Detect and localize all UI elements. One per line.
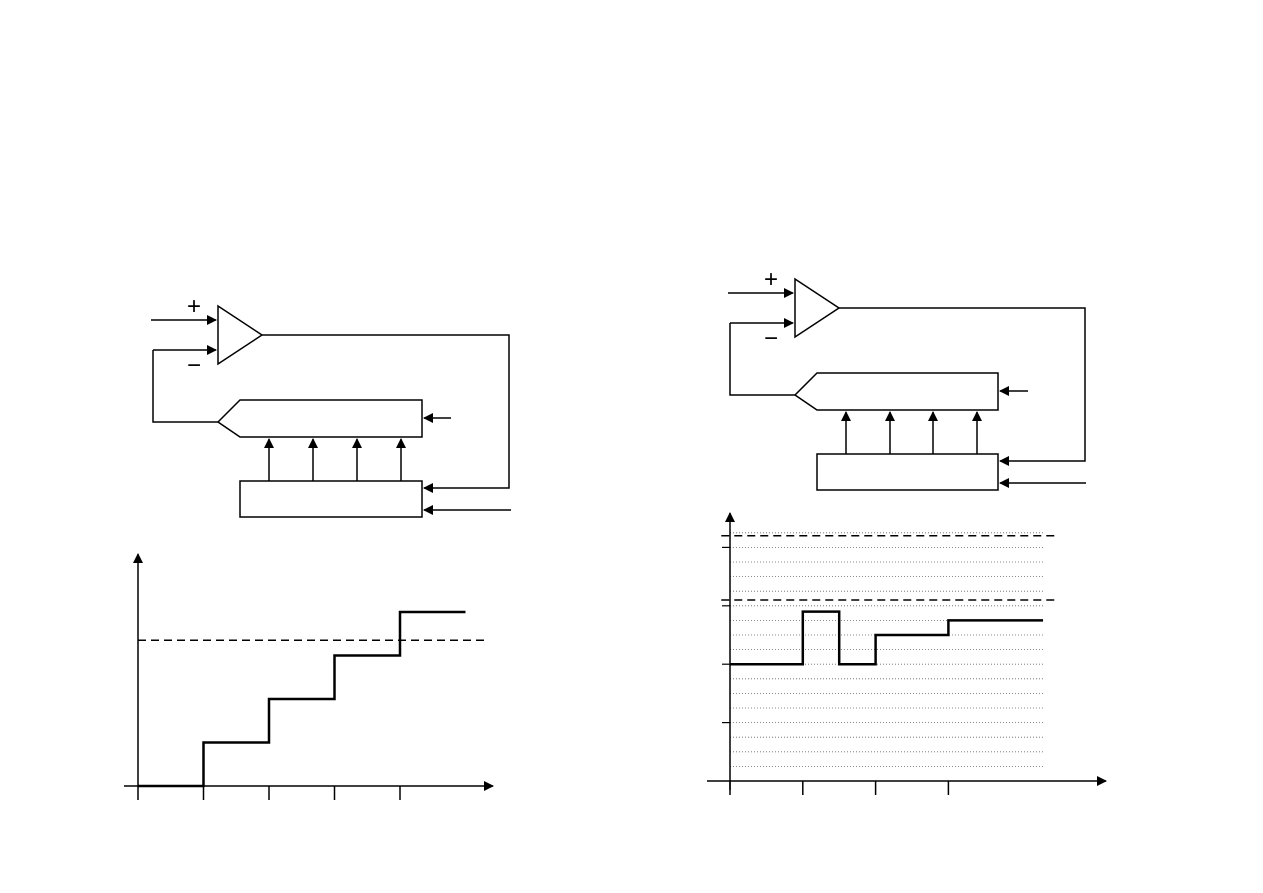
left-chart-step-series — [138, 610, 466, 788]
right-block-diagram: + − — [728, 266, 1086, 491]
left-minus-sign: − — [187, 352, 201, 379]
right-step-chart — [707, 512, 1107, 795]
right-chart-step-series — [730, 610, 1044, 666]
left-dac-block — [216, 399, 423, 438]
left-plus-sign: + — [187, 293, 201, 320]
right-minus-sign: − — [764, 325, 778, 352]
right-comparator-output-line — [839, 307, 1086, 466]
right-register-block — [816, 453, 999, 491]
left-step-chart — [124, 553, 494, 800]
left-comparator-output-line — [262, 334, 510, 493]
right-comparator-triangle — [794, 277, 841, 339]
right-plus-sign: + — [764, 266, 778, 293]
left-block-diagram: + − — [151, 293, 511, 518]
left-feedback-line — [152, 350, 218, 423]
right-feedback-line — [729, 323, 795, 396]
left-register-block — [239, 480, 423, 518]
right-dac-block — [793, 372, 999, 411]
left-comparator-triangle — [217, 304, 264, 366]
